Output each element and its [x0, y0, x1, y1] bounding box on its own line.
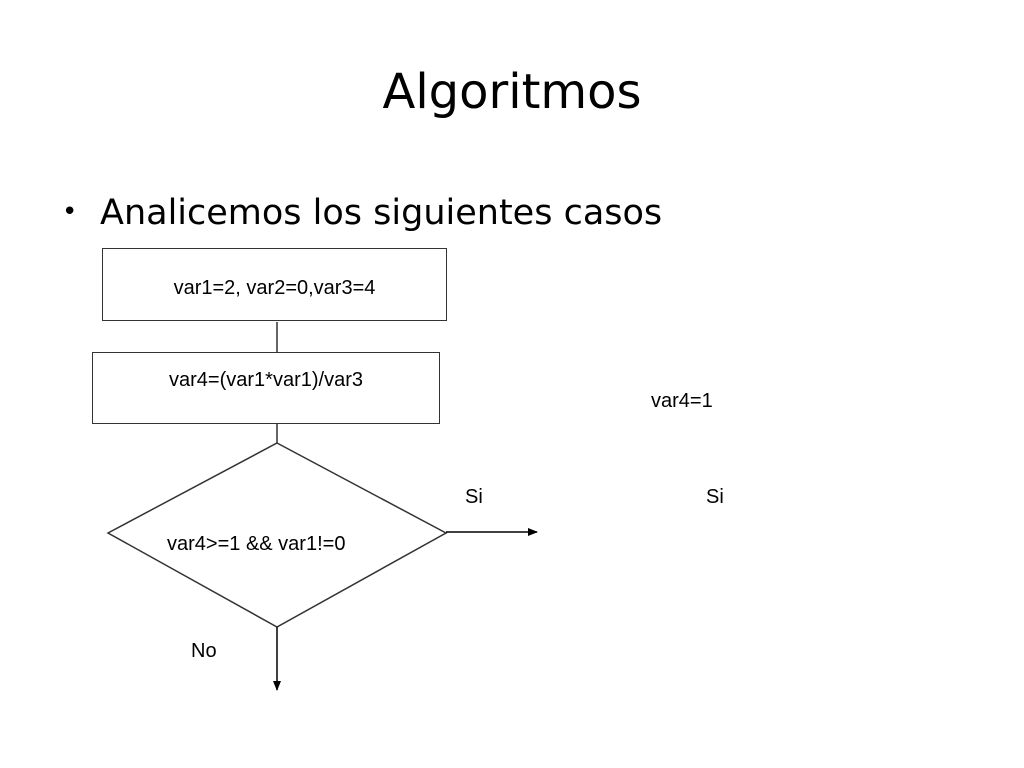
- yes-label: Si: [465, 486, 483, 508]
- process-box: var4=(var1*var1)/var3: [92, 352, 440, 424]
- decision-label: var4>=1 && var1!=0: [167, 533, 346, 555]
- bullet-dot-icon: •: [62, 197, 78, 227]
- bullet-text: Analicemos los siguientes casos: [100, 193, 663, 233]
- bullet-item: • Analicemos los siguientes casos: [62, 188, 662, 237]
- init-box-label: var1=2, var2=0,var3=4: [173, 277, 376, 299]
- slide-title: Algoritmos: [382, 64, 642, 120]
- init-box: var1=2, var2=0,var3=4: [102, 248, 447, 321]
- process-box-label: var4=(var1*var1)/var3: [169, 369, 363, 391]
- trace-result: var4=1: [651, 390, 713, 412]
- trace-branch: Si: [706, 486, 724, 508]
- no-label: No: [191, 640, 217, 662]
